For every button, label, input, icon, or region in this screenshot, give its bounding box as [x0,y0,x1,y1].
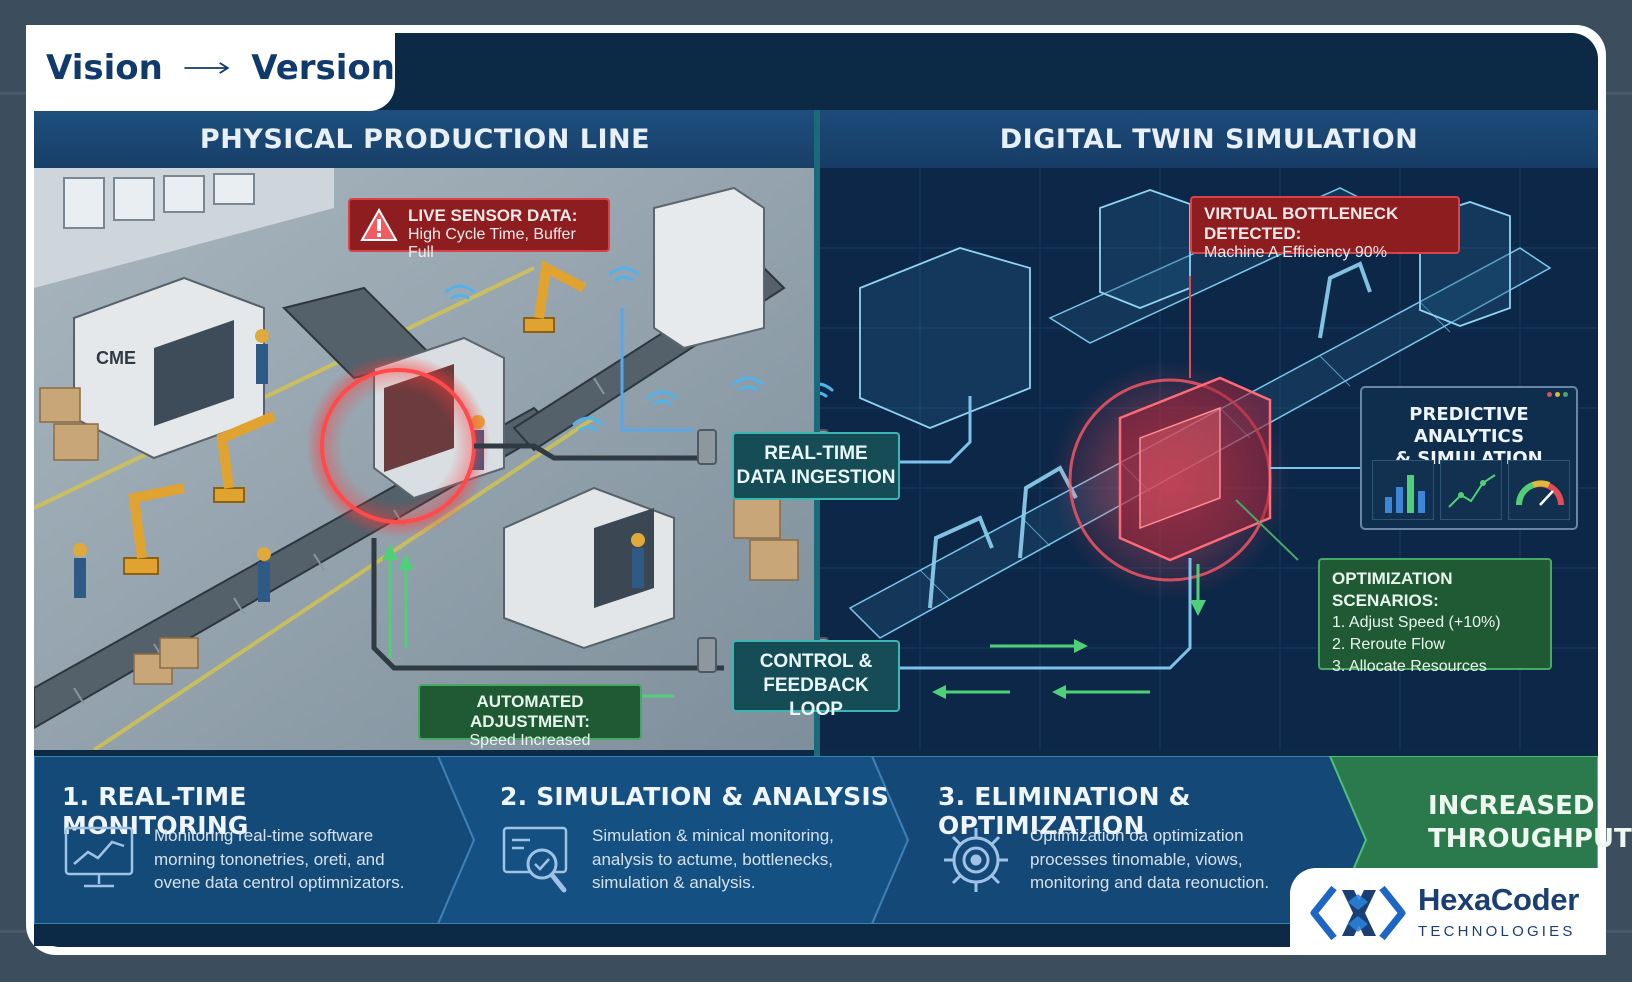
machine-label: CME [96,348,136,368]
step-realtime-monitoring: 1. REAL-TIME MONITORING Monitoring real-… [60,756,440,922]
bar-chart-icon [1372,460,1434,520]
throughput-line2: THROUGHPUT [1428,824,1632,854]
arrow-right-icon [184,62,230,74]
control-feedback-line2: FEEDBACK LOOP [763,675,869,720]
gauge-icon [1508,460,1570,520]
live-sensor-title: LIVE SENSOR DATA: [408,206,578,225]
virtual-bottleneck-callout: VIRTUAL BOTTLENECK DETECTED: Machine A E… [1190,196,1460,261]
line-chart-icon [1440,460,1502,520]
hexacoder-logo-icon [1310,885,1406,941]
title-pill: Vision Version [26,25,395,111]
realtime-ingestion-node: REAL-TIME DATA INGESTION [732,432,900,500]
optimization-scenarios-callout: OPTIMIZATION SCENARIOS: 1. Adjust Speed … [1318,558,1552,675]
step-elimination-optimization: 3. ELIMINATION & OPTIMIZATION Optimizati… [936,756,1356,922]
step-desc-line: Monitoring real-time software [154,826,374,845]
step-title: 1. REAL-TIME MONITORING [62,782,249,840]
gear-target-icon [944,828,1008,892]
logo-name: HexaCoder [1418,882,1579,917]
factory-floor-illustration: CME [34,168,816,750]
throughput-line1: INCREASED [1428,791,1595,821]
live-sensor-callout: LIVE SENSOR DATA: High Cycle Time, Buffe… [348,198,610,261]
step-desc-line: monitoring and data reonuction. [1030,873,1270,892]
step-desc-line: processes tinomable, viows, [1030,849,1243,869]
step-desc-line: analysis to actume, bottlenecks, [592,849,833,869]
hexacoder-logo: HexaCoder TECHNOLOGIES [1290,868,1606,955]
panel-divider [814,110,820,890]
optimization-item: 3. Allocate Resources [1332,658,1487,675]
optimization-item: 1. Adjust Speed (+10%) [1332,614,1501,631]
automated-adjustment-callout: AUTOMATED ADJUSTMENT: Speed Increased [418,684,642,749]
window-dots [1547,392,1568,397]
step-desc-line: ovene data centrol optimnizators. [154,873,405,892]
virtual-bottleneck-body: Machine A Efficiency 90% [1204,244,1387,261]
predictive-analytics-panel: PREDICTIVE ANALYTICS & SIMULATION [1360,386,1578,530]
live-sensor-body: High Cycle Time, Buffer Full [408,226,576,261]
monitor-chart-icon [64,826,134,888]
increased-throughput-result: INCREASED THROUGHPUT [1428,790,1632,856]
step-desc-line: simulation & analysis. [592,873,756,892]
title-word-right: Version [251,48,395,88]
realtime-ingestion-line2: DATA INGESTION [736,467,896,488]
step-simulation-analysis: 2. SIMULATION & ANALYSIS Simulation & mi… [498,756,898,922]
warning-icon [360,208,398,241]
digital-twin-panel-title: DIGITAL TWIN SIMULATION [820,110,1598,168]
physical-panel-title: PHYSICAL PRODUCTION LINE [34,110,816,168]
optimization-item: 2. Reroute Flow [1332,636,1445,653]
optimization-title: OPTIMIZATION SCENARIOS: [1332,569,1453,610]
automated-adjustment-body: Speed Increased [469,732,591,749]
automated-adjustment-title: AUTOMATED ADJUSTMENT: [470,692,590,731]
step-desc-line: morning tononetries, oreti, and [154,849,385,869]
logo-subtitle: TECHNOLOGIES [1418,923,1576,940]
step-title: 3. ELIMINATION & OPTIMIZATION [938,782,1191,840]
title-word-left: Vision [46,48,163,88]
magnifier-chart-icon [502,826,568,893]
virtual-bottleneck-title: VIRTUAL BOTTLENECK DETECTED: [1204,204,1399,243]
control-feedback-node: CONTROL & FEEDBACK LOOP [732,640,900,720]
physical-panel: PHYSICAL PRODUCTION LINE [34,110,816,750]
step-desc-line: Simulation & minical monitoring, [592,826,834,845]
predictive-line1: PREDICTIVE ANALYTICS [1409,404,1529,447]
step-title: 2. SIMULATION & ANALYSIS [500,782,890,811]
step-desc-line: Optimization oa optimization [1030,826,1244,845]
control-feedback-line1: CONTROL & [759,651,873,672]
realtime-ingestion-line1: REAL-TIME [764,443,868,464]
